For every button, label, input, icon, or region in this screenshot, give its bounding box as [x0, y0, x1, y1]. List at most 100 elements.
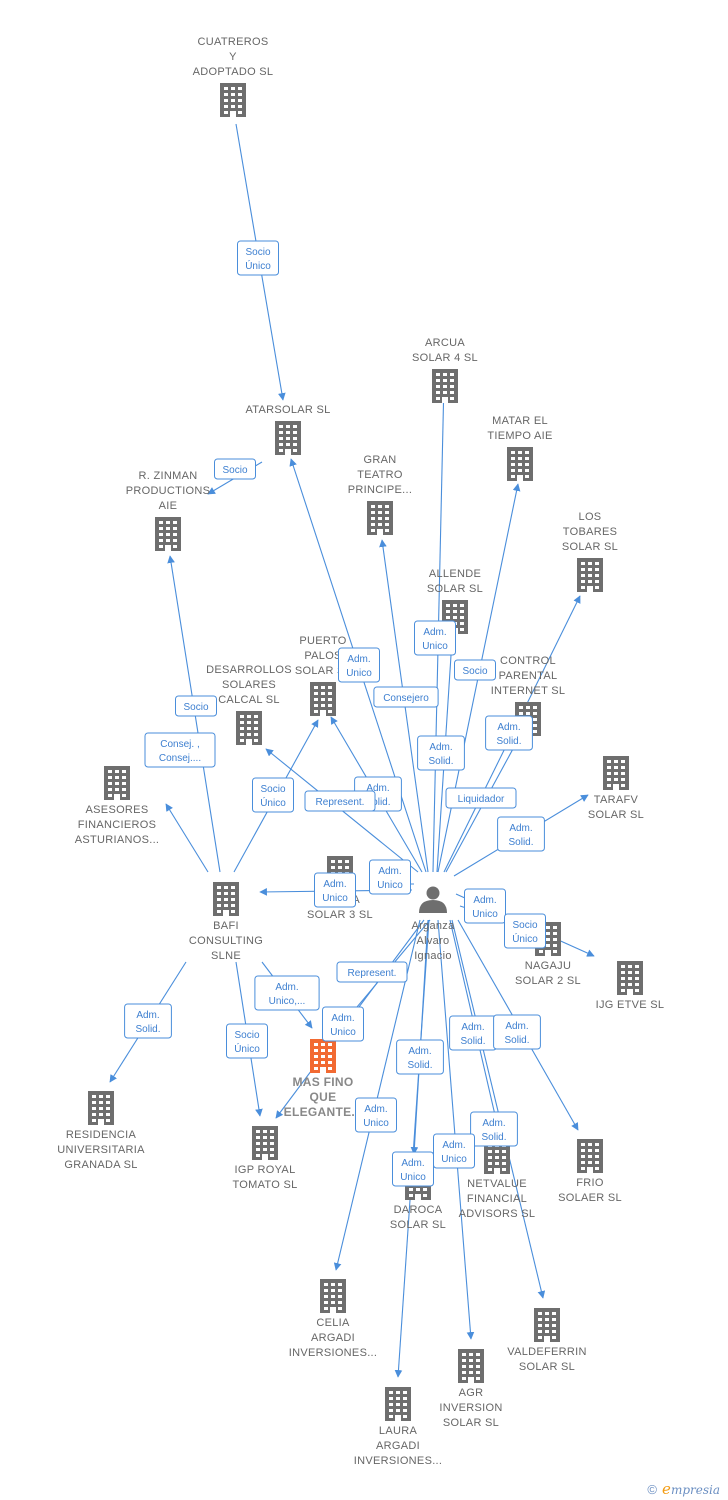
node-label: SOLARES: [222, 679, 276, 691]
relation-label-text: Socio: [512, 920, 537, 931]
relation-label[interactable]: Represent.: [304, 790, 376, 812]
node-label: SOLAR SL: [519, 1361, 575, 1373]
relation-label[interactable]: Adm.Solid.: [124, 1003, 172, 1039]
relation-label[interactable]: Socio: [175, 695, 217, 717]
relation-label[interactable]: Adm.Solid.: [493, 1014, 541, 1050]
relation-label-text: Socio: [222, 465, 247, 476]
relation-label[interactable]: Adm.Unico: [464, 888, 506, 924]
relation-label[interactable]: Adm.Unico: [314, 872, 356, 908]
relation-label[interactable]: Adm.Solid.: [485, 715, 533, 751]
relation-label-text: Adm.: [366, 783, 389, 794]
relation-label[interactable]: Represent.: [336, 961, 408, 983]
relation-label-text: Adm.: [275, 982, 298, 993]
relation-label[interactable]: Adm.Unico: [322, 1006, 364, 1042]
node-label: FRIO: [576, 1177, 604, 1189]
node-label: VALDEFERRIN: [507, 1346, 587, 1358]
node-label: FINANCIAL: [467, 1193, 527, 1205]
node-label: INVERSIONES...: [289, 1347, 378, 1359]
node-label: SOLAR SL: [588, 809, 644, 821]
relation-label[interactable]: Adm.Solid.: [449, 1015, 497, 1051]
relation-label[interactable]: Adm.Unico: [355, 1097, 397, 1133]
relation-label[interactable]: Socio: [454, 659, 496, 681]
relation-label-text: Adm.: [401, 1158, 424, 1169]
relation-label[interactable]: Adm.Solid.: [470, 1111, 518, 1147]
relation-label[interactable]: Liquidador: [445, 787, 517, 809]
relation-label[interactable]: Adm.Solid.: [497, 816, 545, 852]
node-asesores[interactable]: ASESORESFINANCIEROSASTURIANOS...: [75, 766, 160, 846]
node-label: SOLAR 3 SL: [307, 909, 373, 921]
relation-label-text: Represent.: [316, 797, 365, 808]
node-label: DAROCA: [394, 1204, 443, 1216]
relation-label[interactable]: Socio: [214, 458, 256, 480]
relation-label[interactable]: Adm.Unico: [414, 620, 456, 656]
relation-label-text: Solid.: [504, 1035, 529, 1046]
relation-label[interactable]: Adm.Solid.: [417, 735, 465, 771]
relation-label[interactable]: Adm.Unico,...: [254, 975, 320, 1011]
node-celia[interactable]: CELIAARGADIINVERSIONES...: [289, 1279, 378, 1359]
node-label: ARCUA: [425, 337, 465, 349]
relation-label-text: Unico: [346, 668, 372, 679]
node-label: IJG ETVE SL: [596, 999, 665, 1011]
relation-label[interactable]: Adm.Unico: [433, 1133, 475, 1169]
node-label: TEATRO: [357, 469, 403, 481]
relation-label-text: Solid.: [365, 797, 390, 808]
relation-label[interactable]: Adm.Unico: [369, 859, 411, 895]
relation-label-text: Adm.: [331, 1013, 354, 1024]
node-label: NAGAJU: [525, 960, 571, 972]
relation-label[interactable]: Consej. ,Consej....: [144, 732, 216, 768]
building-icon: [213, 882, 239, 916]
building-icon: [367, 501, 393, 535]
relation-labels-layer: SocioÚnicoSocioAdm.UnicoSocioConsejeroAd…: [124, 240, 546, 1187]
relation-label-text: Socio: [234, 1030, 259, 1041]
node-label: FINANCIEROS: [78, 819, 156, 831]
node-label: SOLAR 4 SL: [412, 352, 478, 364]
relation-label[interactable]: Adm.Unico: [392, 1151, 434, 1187]
building-icon: [252, 1126, 278, 1160]
relation-label-text: Represent.: [348, 968, 397, 979]
footer-credit[interactable]: © empresia: [647, 1480, 720, 1498]
relation-label[interactable]: Adm.Solid.: [396, 1039, 444, 1075]
node-atarsolar[interactable]: ATARSOLAR SL: [245, 404, 330, 455]
node-ijg[interactable]: IJG ETVE SL: [596, 961, 665, 1011]
relation-label-text: Adm.: [461, 1022, 484, 1033]
edge-person-to-laura: [394, 919, 430, 1378]
relation-label-text: Adm.: [364, 1104, 387, 1115]
relation-label-text: Solid.: [508, 837, 533, 848]
node-arcua4[interactable]: ARCUA SOLAR 4 SL: [412, 337, 478, 403]
copyright-symbol: ©: [647, 1482, 657, 1497]
relation-label[interactable]: Consejero: [373, 686, 439, 708]
relation-label-text: Solid.: [428, 756, 453, 767]
node-label: Alvaro: [417, 935, 450, 947]
node-laura[interactable]: LAURAARGADIINVERSIONES...: [354, 1387, 443, 1467]
relation-label[interactable]: Adm.Unico: [338, 647, 380, 683]
node-label: PALOS: [304, 650, 341, 662]
relation-label-text: Socio: [462, 666, 487, 677]
node-valdeferrin[interactable]: VALDEFERRIN SOLAR SL: [507, 1308, 587, 1373]
node-label: GRAN: [364, 454, 397, 466]
node-masfino[interactable]: MAS FINOQUEELEGANTE...: [284, 1039, 363, 1119]
building-icon: [220, 83, 246, 117]
relation-label-text: Adm.: [323, 879, 346, 890]
building-icon: [577, 1139, 603, 1173]
node-gran_teatro[interactable]: GRANTEATROPRINCIPE...: [348, 454, 412, 535]
